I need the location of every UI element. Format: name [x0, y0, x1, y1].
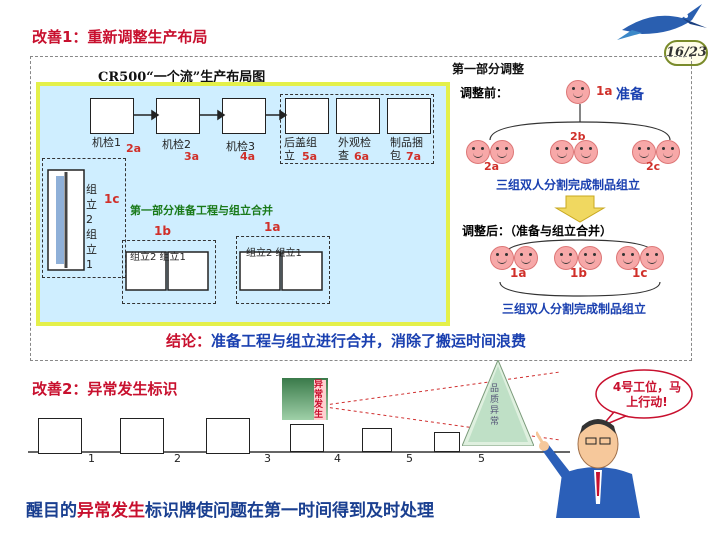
- abnormal-sign-small-text: 异常发生: [314, 380, 326, 420]
- station-machine-5: [336, 98, 380, 134]
- footer-pre: 醒目的: [26, 501, 77, 521]
- person-1a-left-icon: [490, 246, 514, 270]
- left-unit-code: 1c: [104, 192, 120, 206]
- flow-machine-5: [362, 428, 392, 452]
- layout-title: CR500“一个流”生产布局图: [98, 70, 266, 85]
- flow-machine-3: [206, 418, 250, 454]
- conclusion-text: 准备工程与组立进行合并，消除了搬运时间浪费: [211, 332, 527, 350]
- bottom-unit-label-2: 组立2 组立1: [246, 248, 302, 259]
- person-2b-left-icon: [550, 140, 574, 164]
- before-label: 调整前：: [460, 86, 509, 100]
- station-machine-1: [90, 98, 134, 134]
- after-code-3: 1c: [632, 266, 648, 280]
- after-caption: 三组双人分割完成制品组立: [502, 302, 647, 316]
- station-code-2: 3a: [184, 150, 200, 163]
- abnormal-sign-big-text: 品质异常: [490, 384, 500, 427]
- flow-step-5: 5: [406, 452, 413, 465]
- person-1b-right-icon: [578, 246, 602, 270]
- station-code-1: 2a: [126, 142, 142, 155]
- person-2a-right-icon: [490, 140, 514, 164]
- station-code-3: 4a: [240, 150, 256, 163]
- conclusion: 结论：准备工程与组立进行合并，消除了搬运时间浪费: [166, 330, 526, 351]
- bottom-unit-box-2: [236, 236, 330, 304]
- footer-text: 醒目的异常发生标识牌使问题在第一时间得到及时处理: [26, 496, 434, 521]
- station-label-3: 机检3: [226, 140, 255, 153]
- station-label-6: 制品捆包: [390, 136, 423, 162]
- person-1c-right-icon: [640, 246, 664, 270]
- station-code-6: 7a: [406, 150, 422, 163]
- flow-step-6: 5: [478, 452, 485, 465]
- merge-note: 第一部分准备工程与组立合并: [130, 204, 273, 217]
- flow-step-2: 2: [174, 452, 181, 465]
- after-code-1: 1a: [510, 266, 527, 280]
- section1-title: 改善1：重新调整生产布局: [32, 28, 208, 46]
- section2-title: 改善2：异常发生标识: [32, 380, 178, 398]
- flow-machine-4: [290, 424, 324, 452]
- speech-bubble: [595, 369, 693, 427]
- flow-step-3: 3: [264, 452, 271, 465]
- person-top-icon: [566, 80, 590, 104]
- abnormal-sign-big: [462, 360, 534, 446]
- assembly-group-box: [280, 94, 434, 164]
- person-1b-left-icon: [554, 246, 578, 270]
- flow-step-1: 1: [88, 452, 95, 465]
- station-code-5: 6a: [354, 150, 370, 163]
- person-2a-left-icon: [466, 140, 490, 164]
- conclusion-prefix: 结论：: [166, 332, 212, 350]
- after-label: 调整后：（准备与组立合并）: [462, 224, 613, 238]
- after-code-2: 1b: [570, 266, 587, 280]
- bottom-unit-code-2: 1a: [264, 220, 281, 234]
- flow-machine-1: [38, 418, 82, 454]
- flow-step-4: 4: [334, 452, 341, 465]
- person-2b-right-icon: [574, 140, 598, 164]
- before-top-code: 1a: [596, 84, 613, 98]
- station-label-2: 机检2: [162, 138, 191, 151]
- station-machine-2: [156, 98, 200, 134]
- before-code-2: 2b: [570, 130, 586, 143]
- station-machine-6: [387, 98, 431, 134]
- adjust-title: 第一部分调整: [452, 62, 525, 76]
- person-1c-left-icon: [616, 246, 640, 270]
- person-2c-right-icon: [656, 140, 680, 164]
- person-2c-left-icon: [632, 140, 656, 164]
- left-unit-box: [42, 158, 126, 278]
- bottom-unit-code-1: 1b: [154, 224, 171, 238]
- flow-machine-2: [120, 418, 164, 454]
- speech-bubble-text: 4号工位，马上行动!: [612, 380, 682, 409]
- bottom-unit-box-1: [122, 240, 216, 304]
- station-label-5: 外观检查: [338, 136, 371, 162]
- person-1a-right-icon: [514, 246, 538, 270]
- station-label-4: 后盖组立: [284, 136, 317, 162]
- before-code-3: 2c: [646, 160, 661, 173]
- flow-machine-6: [434, 432, 460, 452]
- footer-highlight: 异常发生: [77, 501, 145, 521]
- footer-post: 标识牌使问题在第一时间得到及时处理: [145, 501, 434, 521]
- before-caption: 三组双人分割完成制品组立: [496, 178, 641, 192]
- left-unit-label: 组立2组立1: [86, 183, 97, 271]
- station-label-1: 机检1: [92, 136, 121, 149]
- bottom-unit-label-1: 组立2 组立1: [130, 252, 186, 263]
- before-code-1: 2a: [484, 160, 500, 173]
- station-machine-3: [222, 98, 266, 134]
- station-code-4: 5a: [302, 150, 318, 163]
- section1-frame: [30, 56, 692, 361]
- businessman-icon: [536, 419, 640, 518]
- before-top-text: 准备: [616, 87, 644, 103]
- bird-logo-icon: [617, 4, 707, 40]
